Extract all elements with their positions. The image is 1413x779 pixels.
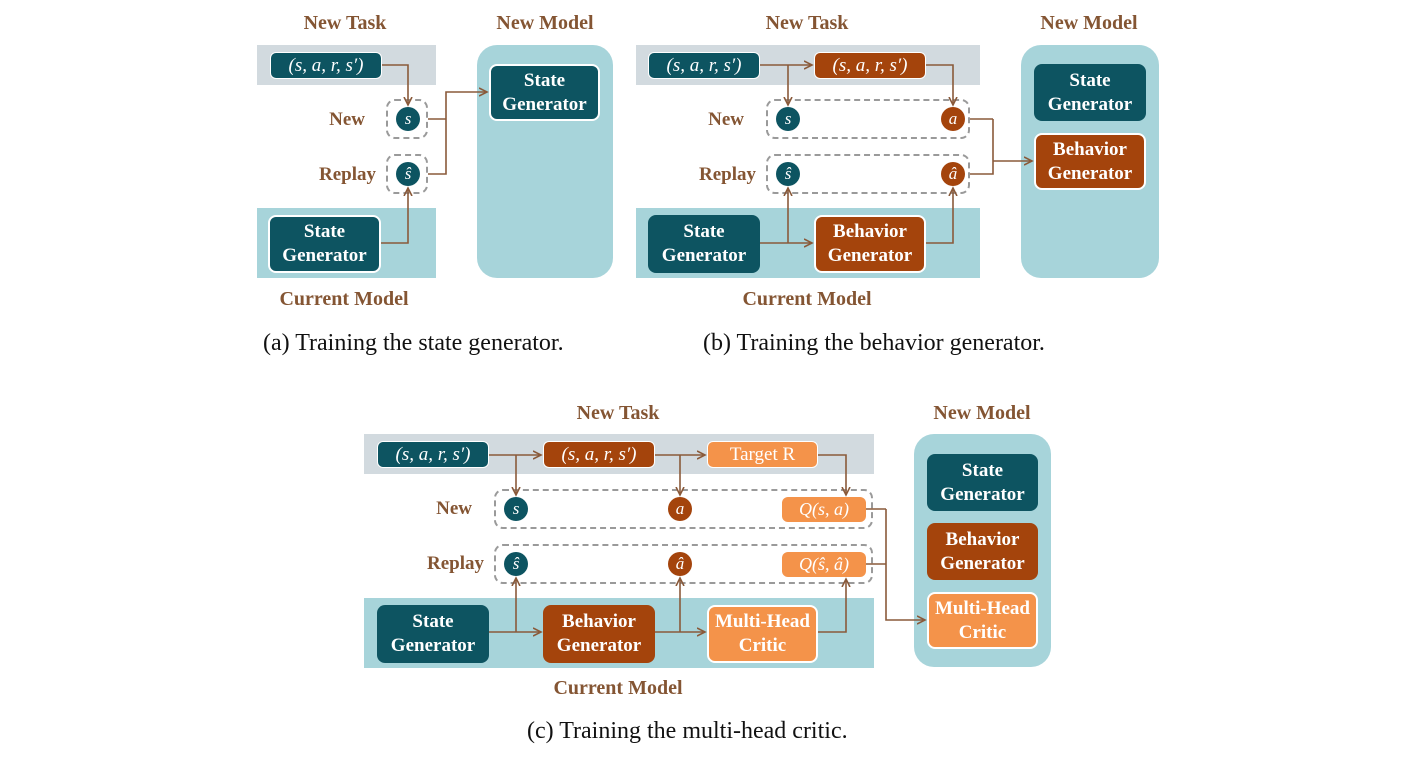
a-new-model-heading: New Model <box>496 12 594 34</box>
c-row-label-new: New <box>436 498 472 519</box>
a-arrow-gen-to-shat <box>381 188 408 244</box>
b-state-node: s <box>776 107 800 131</box>
c-new-state-generator: State Generator <box>927 454 1038 511</box>
a-arrow-tuple-to-s <box>382 64 408 105</box>
c-replay-action-node: â <box>668 552 692 576</box>
a-current-model-heading: Current Model <box>279 288 409 310</box>
a-new-state-generator: State Generator <box>489 64 600 121</box>
a-new-task-heading: New Task <box>303 12 387 34</box>
c-arrow-target-to-q <box>818 454 846 495</box>
a-arrow-merge-to-new-gen <box>428 92 487 175</box>
b-new-sample-group <box>766 99 970 139</box>
b-arrow-merge-to-new-behgen <box>970 118 1032 175</box>
b-new-state-generator: State Generator <box>1034 64 1146 121</box>
c-arrow-merge-to-new-critic <box>866 508 925 620</box>
c-row-label-replay: Replay <box>427 553 484 574</box>
b-replay-action-node: â <box>941 162 965 186</box>
b-new-behavior-generator: Behavior Generator <box>1034 133 1146 190</box>
c-current-behavior-generator: Behavior Generator <box>543 605 655 663</box>
c-current-state-generator: State Generator <box>377 605 489 663</box>
c-experience-tuple-state: (s, a, r, s′) <box>377 441 489 468</box>
b-caption: (b) Training the behavior generator. <box>703 330 1045 356</box>
a-caption: (a) Training the state generator. <box>263 330 564 356</box>
b-action-node: a <box>941 107 965 131</box>
c-arrow-critic-to-qhat <box>818 579 846 633</box>
a-row-label-new: New <box>329 109 365 130</box>
b-row-label-new: New <box>708 109 744 130</box>
b-arrow-tuple-to-a <box>926 64 953 105</box>
b-current-model-heading: Current Model <box>742 288 872 310</box>
b-current-behavior-generator: Behavior Generator <box>814 215 926 273</box>
a-replay-state-node: ŝ <box>396 162 420 186</box>
a-state-node: s <box>396 107 420 131</box>
a-experience-tuple: (s, a, r, s′) <box>270 52 382 79</box>
c-new-task-heading: New Task <box>576 402 660 424</box>
c-new-multi-head-critic: Multi-Head Critic <box>927 592 1038 649</box>
c-current-model-heading: Current Model <box>553 677 683 699</box>
c-target-reward: Target R <box>707 441 818 468</box>
b-new-model-heading: New Model <box>1040 12 1138 34</box>
c-new-model-heading: New Model <box>933 402 1031 424</box>
b-arrow-behgen-to-ahat <box>926 188 953 244</box>
c-replay-state-node: ŝ <box>504 552 528 576</box>
c-action-node: a <box>668 497 692 521</box>
b-new-task-heading: New Task <box>765 12 849 34</box>
b-experience-tuple-action: (s, a, r, s′) <box>814 52 926 79</box>
a-current-state-generator: State Generator <box>268 215 381 273</box>
c-caption: (c) Training the multi-head critic. <box>527 718 848 744</box>
a-row-label-replay: Replay <box>319 164 376 185</box>
b-replay-state-node: ŝ <box>776 162 800 186</box>
c-new-behavior-generator: Behavior Generator <box>927 523 1038 580</box>
b-row-label-replay: Replay <box>699 164 756 185</box>
c-replay-q-value-node: Q(ŝ, â) <box>782 552 866 577</box>
b-current-state-generator: State Generator <box>648 215 760 273</box>
c-state-node: s <box>504 497 528 521</box>
c-experience-tuple-action: (s, a, r, s′) <box>543 441 655 468</box>
c-q-value-node: Q(s, a) <box>782 497 866 522</box>
c-current-multi-head-critic: Multi-Head Critic <box>707 605 818 663</box>
b-replay-sample-group <box>766 154 970 194</box>
b-experience-tuple-state: (s, a, r, s′) <box>648 52 760 79</box>
